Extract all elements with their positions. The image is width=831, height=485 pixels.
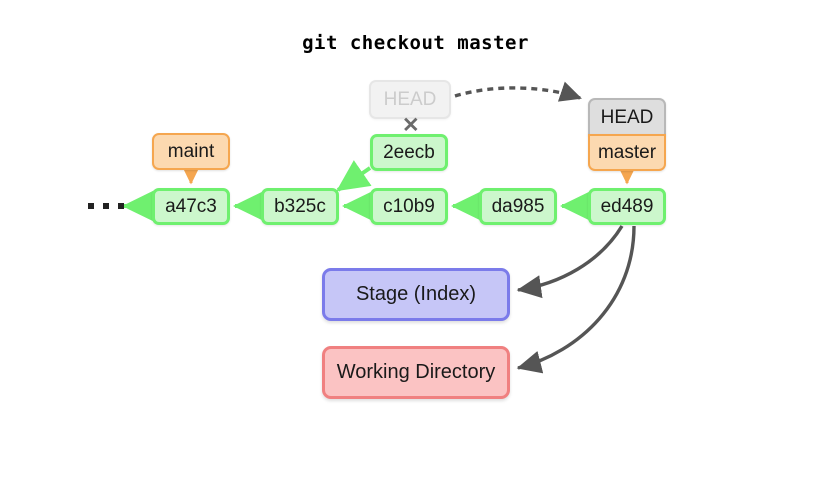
commit-node-ed489[interactable]: ed489: [588, 188, 666, 225]
ref-label-maint[interactable]: maint: [152, 133, 230, 170]
working-directory-box[interactable]: Working Directory: [322, 346, 510, 399]
head-pointer-faded: HEAD: [369, 80, 451, 119]
page-title: git checkout master: [302, 32, 529, 54]
ellipsis-dot: [118, 203, 124, 209]
commit-node-b325c[interactable]: b325c: [261, 188, 339, 225]
ref-label-master[interactable]: master: [588, 134, 666, 171]
checkout-to-workdir-arrow: [516, 225, 636, 374]
commit-node-c10b9[interactable]: c10b9: [370, 188, 448, 225]
stage-index-box[interactable]: Stage (Index): [322, 268, 510, 321]
new-commit-parent-arrow: [336, 160, 372, 192]
detached-head-x-icon: ✕: [402, 114, 420, 137]
head-move-dashed-arrow: [454, 81, 582, 102]
ellipsis-dot: [103, 203, 109, 209]
commit-node-da985[interactable]: da985: [479, 188, 557, 225]
history-ellipsis: [88, 203, 124, 209]
head-pointer-active[interactable]: HEAD: [588, 98, 666, 135]
ellipsis-dot: [88, 203, 94, 209]
checkout-to-stage-arrow: [516, 225, 624, 299]
commit-node-a47c3[interactable]: a47c3: [152, 188, 230, 225]
commit-node-2eecb[interactable]: 2eecb: [370, 134, 448, 171]
